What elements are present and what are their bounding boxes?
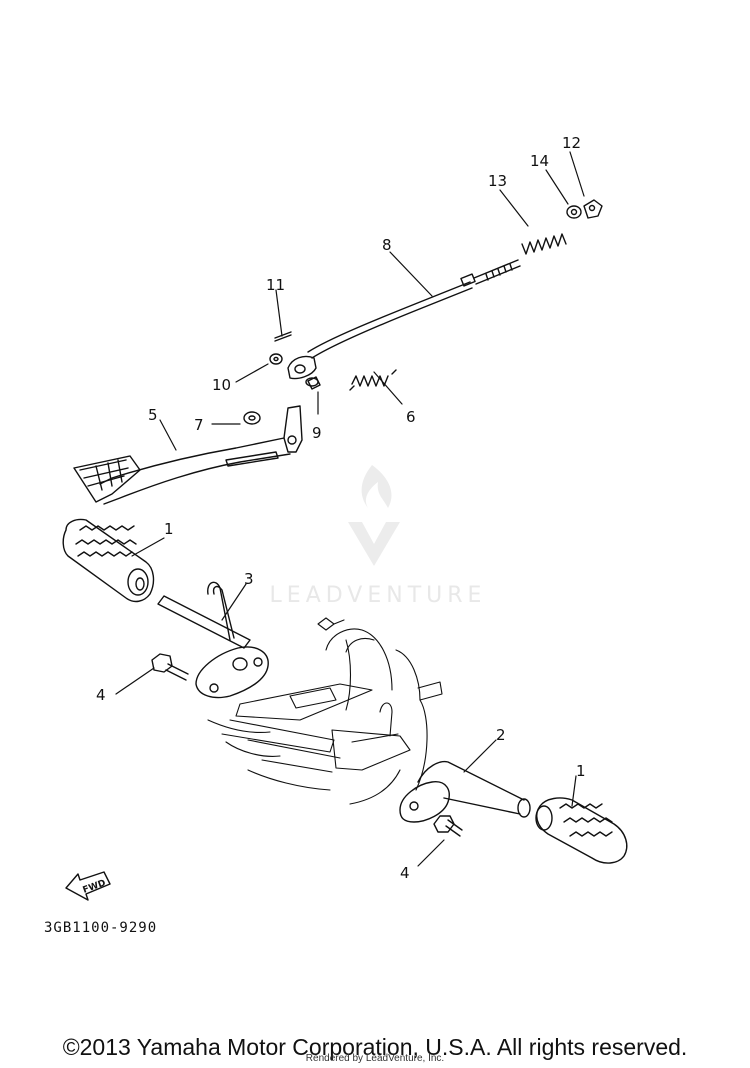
callout-4-upper: 4 bbox=[96, 686, 106, 704]
callout-12: 12 bbox=[562, 134, 581, 152]
pin-part-9 bbox=[305, 376, 321, 390]
callout-6: 6 bbox=[406, 408, 416, 426]
adjust-nut-part-14 bbox=[566, 205, 582, 219]
cotter-pin-part-11 bbox=[274, 331, 292, 342]
frame-sketch bbox=[207, 617, 443, 805]
bolt-upper-part-4 bbox=[151, 653, 189, 681]
callout-1-left: 1 bbox=[164, 520, 174, 538]
copyright-notice: ©2013 Yamaha Motor Corporation, U.S.A. A… bbox=[62, 1034, 688, 1060]
callout-13: 13 bbox=[488, 172, 507, 190]
leader-lines bbox=[115, 151, 585, 867]
rod-clevis bbox=[287, 355, 317, 380]
callout-3: 3 bbox=[244, 570, 254, 588]
footrest-bracket-right-part-2 bbox=[399, 760, 531, 823]
callout-11: 11 bbox=[266, 276, 285, 294]
callout-10: 10 bbox=[212, 376, 231, 394]
callout-5: 5 bbox=[148, 406, 158, 424]
washer-part-7 bbox=[243, 411, 261, 425]
callout-7: 7 bbox=[194, 416, 204, 434]
callout-8: 8 bbox=[382, 236, 392, 254]
callout-2: 2 bbox=[496, 726, 506, 744]
callout-9: 9 bbox=[312, 424, 322, 442]
brake-pedal-part-5 bbox=[73, 405, 303, 505]
footrest-bracket-left-part-3 bbox=[157, 581, 269, 699]
leadventure-watermark: LEADVENTURE bbox=[270, 465, 487, 608]
spring-part-13 bbox=[521, 233, 567, 255]
footrest-rubber-left-part-1 bbox=[62, 518, 155, 603]
callout-14: 14 bbox=[530, 152, 549, 170]
joint-part-12 bbox=[583, 199, 603, 219]
fwd-arrow-icon bbox=[65, 871, 111, 901]
brake-rod-part-8 bbox=[307, 259, 521, 359]
callout-4-lower: 4 bbox=[400, 864, 410, 882]
callout-1-right: 1 bbox=[576, 762, 586, 780]
diagram-part-code: 3GB1100-9290 bbox=[44, 920, 157, 936]
watermark-text: LEADVENTURE bbox=[270, 583, 487, 608]
bolt-lower-part-4 bbox=[433, 815, 463, 837]
return-spring-part-6 bbox=[349, 369, 397, 391]
footrest-rubber-right-part-1 bbox=[535, 797, 628, 864]
rendered-by-notice: Rendered by LeadVenture, Inc. bbox=[305, 1053, 445, 1064]
callout-numbers: 1 1 2 3 4 4 5 6 7 8 9 10 11 12 13 14 bbox=[96, 134, 586, 882]
washer-part-10 bbox=[269, 353, 283, 365]
